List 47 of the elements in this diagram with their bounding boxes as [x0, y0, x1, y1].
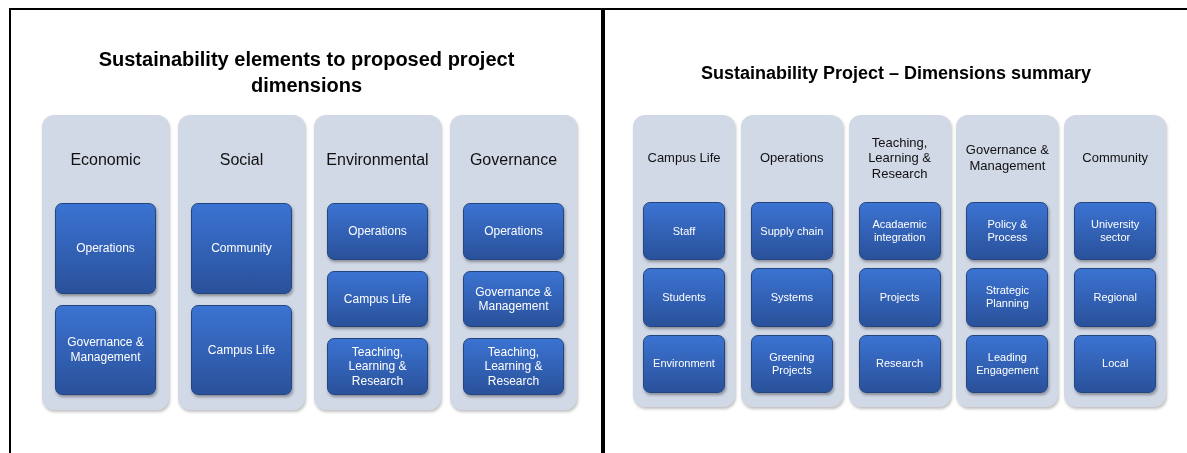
slide-title: Sustainability elements to proposed project dimensions [97, 47, 516, 98]
dimension-box: Leading Engagement [966, 334, 1049, 393]
dimension-box: University sector [1074, 202, 1157, 261]
dimension-box: Environment [643, 334, 725, 393]
dimension-box: Research [858, 334, 941, 393]
column-heading: Economic [70, 149, 141, 170]
dimension-box: Operations [327, 203, 428, 260]
dimension-box: Supply chain [750, 202, 833, 261]
category-column [178, 115, 305, 410]
dimension-box: Campus Life [191, 304, 292, 395]
dimension-box: Greening Projects [750, 334, 833, 393]
slide-title: Sustainability Project – Dimensions summary [699, 62, 1093, 85]
dimension-box: Community [191, 203, 292, 294]
column-heading: Community [1082, 150, 1149, 166]
dimension-box: Staff [643, 202, 725, 261]
slide-panel [9, 8, 602, 453]
category-column [848, 115, 951, 407]
column-heading: Operations [760, 150, 824, 166]
column-heading: Campus Life [647, 150, 721, 166]
dimension-box: Students [643, 268, 725, 327]
column-heading: Social [219, 149, 264, 170]
dimension-box: Acadaemic integration [858, 202, 941, 261]
category-column [450, 115, 577, 410]
category-column [740, 115, 843, 407]
dimension-box: Systems [750, 268, 833, 327]
category-column [633, 115, 735, 407]
slide-panel [601, 8, 1187, 453]
column-heading: Governance [469, 149, 558, 170]
category-column [42, 115, 169, 410]
category-column [1064, 115, 1167, 407]
column-heading: Governance & Management [964, 142, 1050, 174]
dimension-box: Teaching, Learning & Research [327, 338, 428, 395]
dimension-box: Strategic Planning [966, 268, 1049, 327]
column-heading: Teaching, Learning & Research [867, 134, 933, 182]
dimension-box: Operations [55, 203, 156, 294]
dimension-box: Governance & Management [463, 270, 564, 328]
dimension-box: Regional [1074, 268, 1157, 327]
dimension-box: Campus Life [327, 270, 428, 328]
dimension-box: Teaching, Learning & Research [463, 338, 564, 395]
category-column [314, 115, 441, 410]
dimension-box: Local [1074, 334, 1157, 393]
column-heading: Environmental [326, 149, 429, 170]
dimension-box: Projects [858, 268, 941, 327]
category-column [956, 115, 1059, 407]
dimension-box: Policy & Process [966, 202, 1049, 261]
dimension-box: Operations [463, 203, 564, 260]
dimension-box: Governance & Management [55, 304, 156, 395]
